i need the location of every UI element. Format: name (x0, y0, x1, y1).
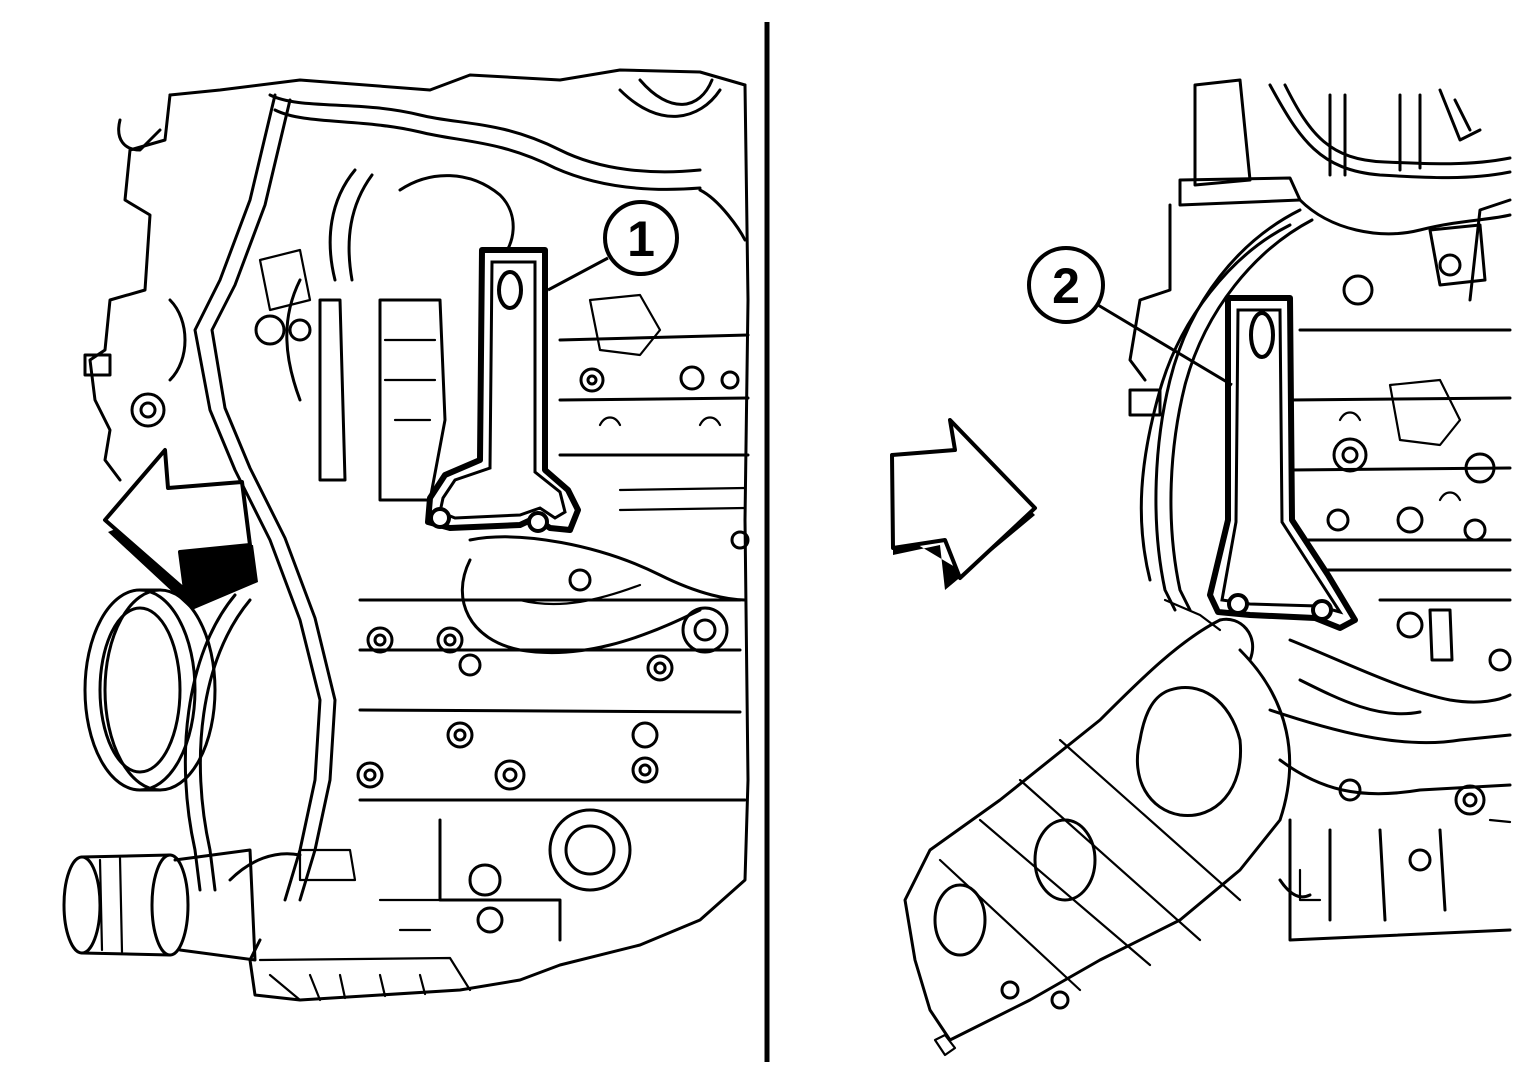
callout-1: 1 (547, 200, 679, 292)
right-engine-block (903, 78, 1512, 1057)
callout-2-label: 2 (1052, 258, 1080, 314)
callout-1-label: 1 (627, 211, 655, 267)
right-panel: 2 (890, 78, 1512, 1057)
callout-2: 2 (1027, 246, 1233, 387)
bracket-1-slot (497, 270, 523, 310)
direction-arrow-left (103, 448, 258, 610)
direction-arrow-right (890, 418, 1037, 590)
crank-pulley (83, 588, 217, 792)
left-panel: 1 (62, 68, 750, 1002)
left-engine-block (62, 68, 750, 1002)
oil-filter (62, 848, 257, 962)
bracket-2-slot (1249, 311, 1275, 359)
